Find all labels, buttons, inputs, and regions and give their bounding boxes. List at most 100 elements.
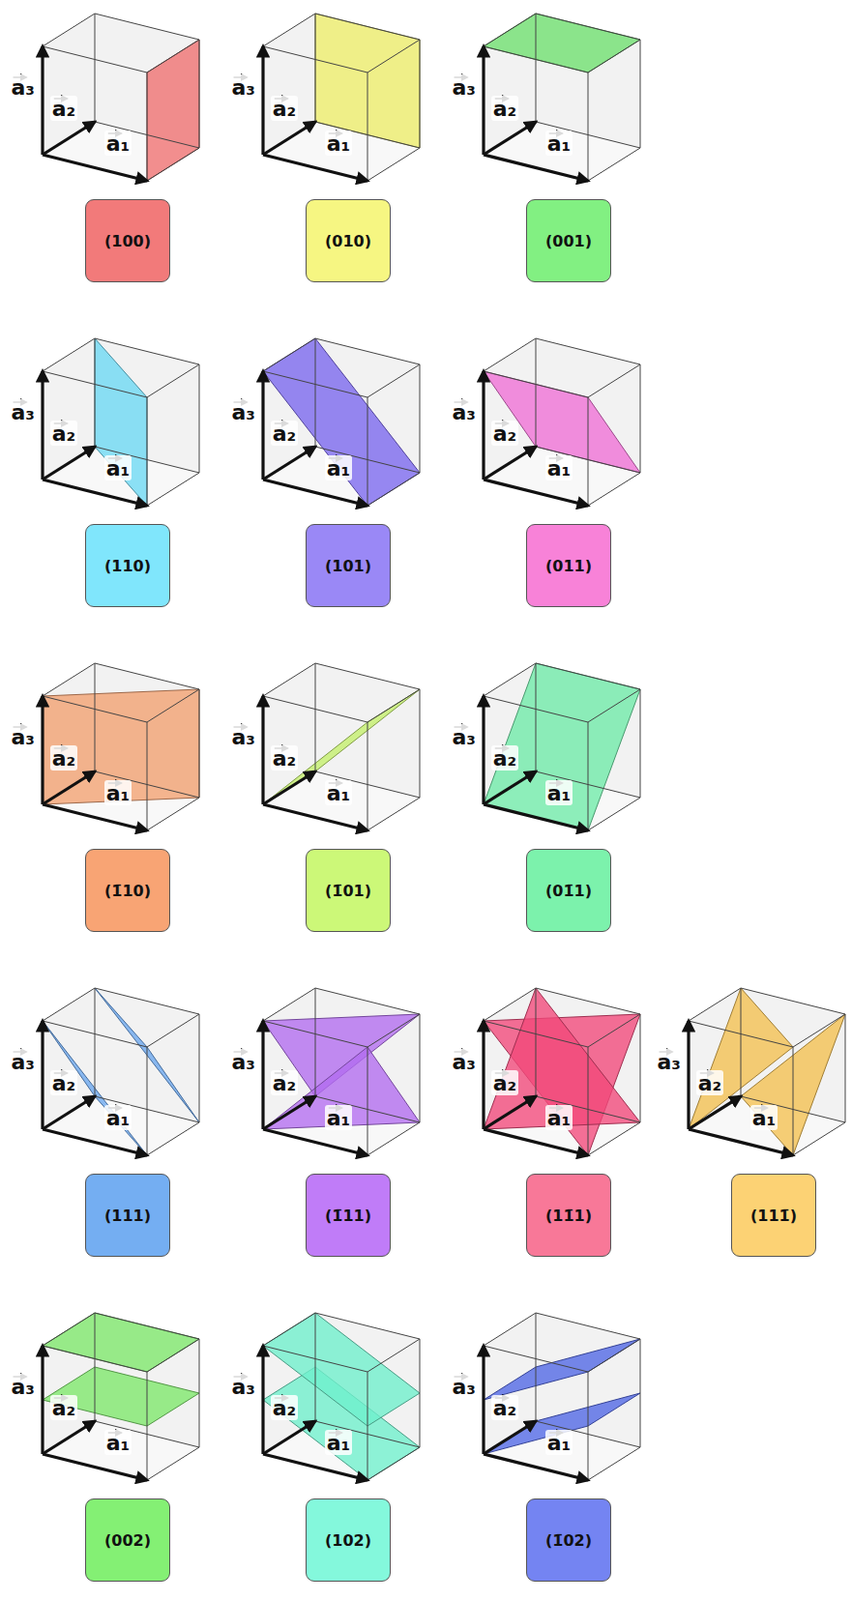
cube-edge xyxy=(535,663,641,690)
cube-edge xyxy=(42,446,95,480)
cube-edge xyxy=(263,46,265,155)
basis-vector-label: a₃ xyxy=(230,724,258,750)
cube-edge xyxy=(367,72,369,181)
cube-edge xyxy=(94,988,200,1015)
cube-edge xyxy=(94,988,96,1097)
basis-vector xyxy=(481,1021,485,1130)
basis-vector-label: a₂ xyxy=(50,1070,78,1096)
basis-vector-label: a₂ xyxy=(50,420,78,446)
basis-vector-label: a₁ xyxy=(545,455,573,481)
cube-edge xyxy=(94,13,96,122)
cube-edge xyxy=(263,121,316,155)
basis-vector xyxy=(263,771,316,805)
basis-vector xyxy=(483,154,588,181)
cube-face xyxy=(42,13,95,155)
basis-vector xyxy=(263,154,368,181)
basis-vector xyxy=(483,804,588,831)
cube-edge xyxy=(367,797,420,831)
lattice-plane xyxy=(688,988,794,1130)
basis-vector xyxy=(688,1129,794,1156)
lattice-plane xyxy=(146,39,200,181)
unit-cell-cube xyxy=(483,13,641,181)
miller-index: (1̄11) xyxy=(324,1206,372,1226)
miller-index-box: (001) xyxy=(526,199,612,283)
basis-vector-label: a₃ xyxy=(9,74,37,100)
cube-edge xyxy=(740,988,846,1015)
basis-vector xyxy=(263,1096,316,1130)
basis-vector-label: a₁ xyxy=(545,780,573,806)
cube-edge xyxy=(587,797,641,831)
miller-index: (1̄01) xyxy=(324,881,372,901)
cube-edge xyxy=(94,1313,96,1422)
cube-edge xyxy=(94,1313,200,1340)
cube-edge xyxy=(146,472,200,506)
cube-edge xyxy=(42,1346,44,1455)
cube-edge xyxy=(315,1313,317,1422)
cube-edge xyxy=(483,1096,536,1130)
unit-cell-cube xyxy=(483,988,641,1156)
basis-vector xyxy=(263,446,316,480)
cube-edge xyxy=(146,364,200,398)
basis-vector xyxy=(263,1421,316,1455)
unit-cell-cube xyxy=(42,1313,200,1481)
miller-index-box: (1̄10) xyxy=(85,849,171,933)
basis-vector xyxy=(40,1021,44,1130)
basis-vector-label: a₁ xyxy=(750,1105,778,1131)
cube-edge xyxy=(315,988,420,1015)
cube-edge xyxy=(419,39,421,148)
cube-edge xyxy=(42,46,44,155)
cube-edge xyxy=(42,338,95,372)
unit-cell-cube xyxy=(263,988,420,1156)
cube-edge xyxy=(146,72,148,181)
basis-vector xyxy=(42,1096,95,1130)
unit-cell-cube xyxy=(483,663,641,831)
basis-vector-label: a₂ xyxy=(270,1070,298,1096)
lattice-plane xyxy=(263,1047,420,1130)
basis-vector xyxy=(261,696,265,805)
cube-face xyxy=(42,338,95,480)
basis-vector-label: a₂ xyxy=(50,1395,78,1421)
cube-edge xyxy=(367,1122,420,1156)
cube-edge xyxy=(263,479,368,506)
unit-cell-cube xyxy=(42,663,200,831)
miller-index-box: (102) xyxy=(305,1498,391,1583)
basis-vector-label: a₃ xyxy=(450,74,478,100)
basis-vector-label: a₃ xyxy=(9,724,37,750)
basis-vector xyxy=(263,479,368,506)
basis-vector-label: a₁ xyxy=(324,455,353,481)
basis-vector-label: a₁ xyxy=(104,780,132,806)
miller-index: (111̄) xyxy=(750,1206,797,1226)
cube-edge xyxy=(535,988,537,1097)
cube-edge xyxy=(146,39,200,73)
basis-vector-label: a₂ xyxy=(696,1070,724,1096)
lattice-plane xyxy=(42,1367,200,1427)
cube-edge xyxy=(483,446,536,480)
cube-edge xyxy=(367,472,420,506)
cube-edge xyxy=(483,479,588,506)
basis-vector xyxy=(261,1346,265,1455)
basis-vector-label: a₁ xyxy=(324,130,353,156)
cube-edge xyxy=(263,804,368,831)
unit-cell-cube xyxy=(688,988,846,1156)
cube-edge xyxy=(640,364,642,473)
cube-edge xyxy=(535,663,537,772)
basis-vector xyxy=(261,1021,265,1130)
basis-vector xyxy=(688,1096,741,1130)
unit-cell-cube xyxy=(263,1313,420,1481)
basis-vector xyxy=(42,446,95,480)
cube-edge xyxy=(587,364,641,398)
basis-vector-label: a₂ xyxy=(491,420,519,446)
cube-edge xyxy=(483,154,588,181)
basis-vector xyxy=(42,479,147,506)
unit-cell-cube xyxy=(483,1313,641,1481)
basis-vector-label: a₃ xyxy=(230,1049,258,1075)
basis-vector xyxy=(481,696,485,805)
miller-index-box: (11̄1) xyxy=(526,1174,612,1258)
basis-vector-label: a₃ xyxy=(450,1049,478,1075)
basis-vector-label: a₃ xyxy=(230,74,258,100)
miller-index: (1̄02) xyxy=(545,1531,592,1551)
basis-vector xyxy=(42,1129,147,1156)
miller-index: (002) xyxy=(104,1531,151,1551)
basis-vector-label: a₂ xyxy=(50,745,78,771)
miller-index-box: (110) xyxy=(85,524,171,608)
